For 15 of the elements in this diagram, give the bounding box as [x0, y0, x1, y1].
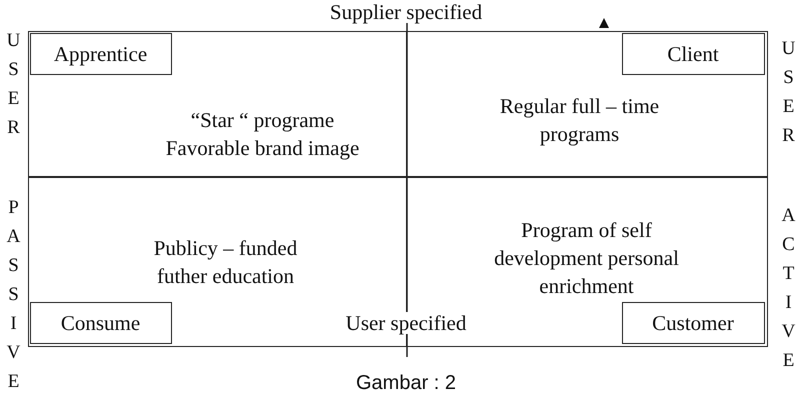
role-box: Consume: [30, 302, 172, 344]
role-box: Customer: [622, 302, 764, 344]
axis-label: USER PASSIVE: [4, 30, 22, 400]
quadrant-text: “Star “ programe Favorable brand image: [164, 106, 360, 162]
quadrant-text: Regular full – time programs: [498, 92, 660, 148]
role-box: Client: [622, 32, 764, 74]
axis-label: USER ACTIVE: [779, 38, 797, 379]
role-box: Apprentice: [30, 32, 172, 74]
quadrant-panel: [28, 31, 407, 178]
quadrant-panel: [406, 31, 768, 178]
axis-label: Supplier specified: [330, 1, 482, 23]
axis-label: User specified: [346, 312, 466, 334]
figure-caption: Gambar : 2: [356, 372, 456, 394]
quadrant-text: Program of self development personal enrichment: [493, 216, 680, 300]
quadrant-text: Publicy – funded futher education: [152, 234, 298, 290]
